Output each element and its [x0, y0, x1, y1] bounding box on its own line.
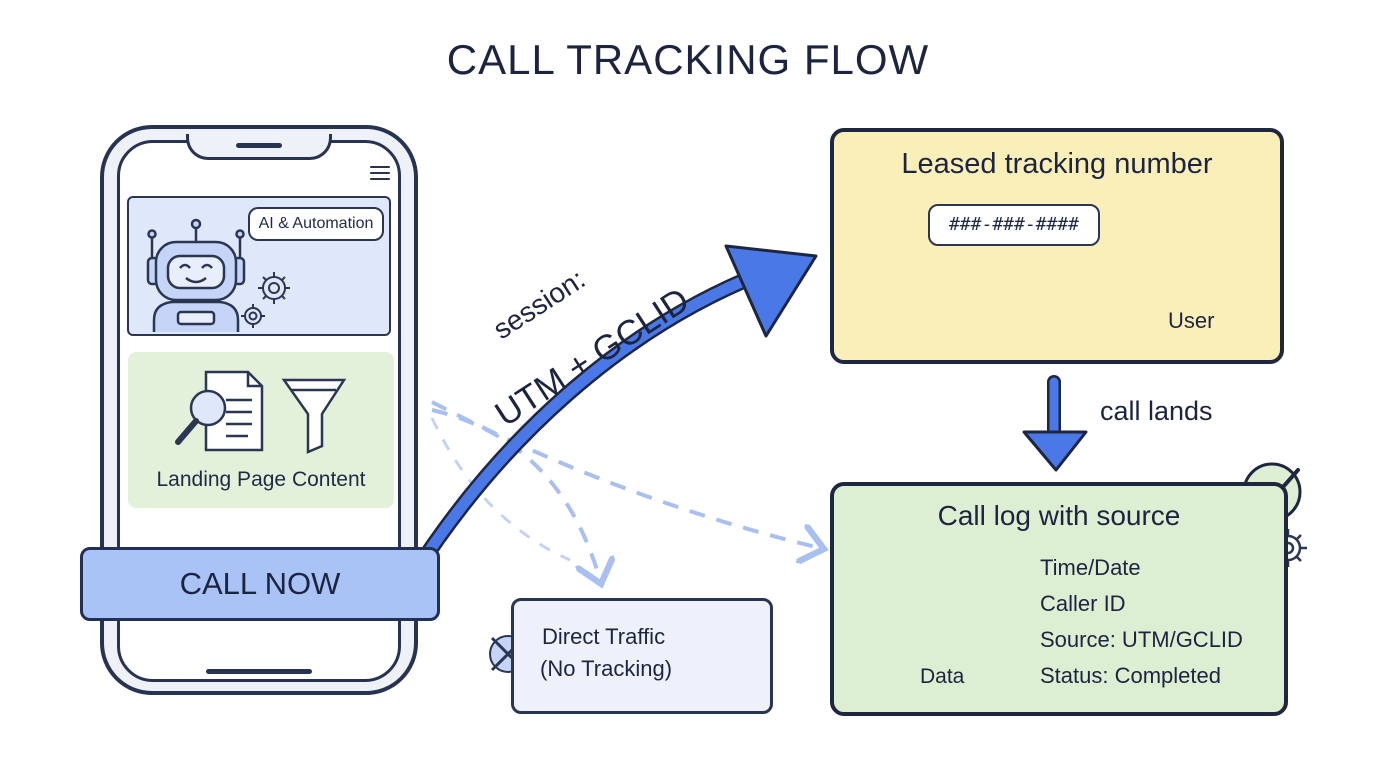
- landing-page-label: Landing Page Content: [156, 468, 366, 491]
- direct-traffic-box: [511, 598, 773, 714]
- no-tracking-label: (No Tracking): [540, 656, 673, 681]
- direct-traffic-label: Direct Traffic: [542, 624, 666, 649]
- funnel-icon: [281, 378, 347, 454]
- user-label: User: [1168, 308, 1215, 333]
- gear-icon: [258, 272, 290, 304]
- home-indicator: [206, 669, 312, 674]
- call-lands-arrow: [1022, 375, 1088, 472]
- field-time-date: Time/Date: [1040, 555, 1141, 580]
- leased-number-box: [830, 128, 1284, 364]
- phone-speaker: [236, 143, 282, 148]
- dashed-flow-to-log: [431, 400, 820, 548]
- call-log-box: [830, 482, 1288, 716]
- ai-automation-badge: AI & Automation: [248, 207, 384, 241]
- diagram-title: CALL TRACKING FLOW: [446, 36, 930, 83]
- tracking-number-bubble: ###-###-####: [928, 204, 1100, 246]
- gear-icon-small: [241, 304, 265, 328]
- robot-icon: [146, 218, 246, 332]
- leased-number-title: Leased tracking number: [901, 148, 1213, 180]
- data-label: Data: [920, 665, 965, 688]
- field-status: Status: Completed: [1040, 663, 1221, 688]
- hamburger-menu-icon[interactable]: [370, 166, 390, 184]
- field-caller-id: Caller ID: [1040, 591, 1126, 616]
- call-log-title: Call log with source: [937, 500, 1181, 531]
- document-search-icon: [175, 370, 264, 452]
- call-now-button[interactable]: CALL NOW: [80, 547, 440, 621]
- call-lands-label: call lands: [1100, 396, 1213, 426]
- session-arrow: [406, 244, 818, 582]
- field-source: Source: UTM/GCLID: [1040, 627, 1243, 652]
